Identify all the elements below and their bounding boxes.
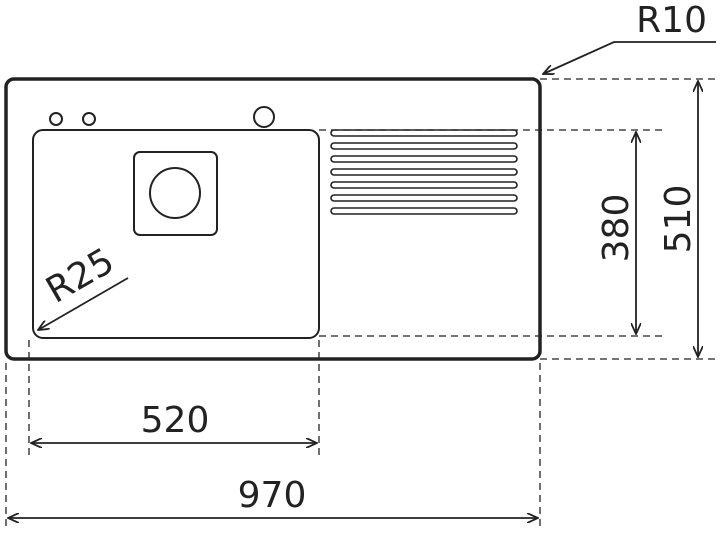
drainboard-rib <box>330 168 518 176</box>
tap-hole-middle <box>82 112 96 126</box>
drainboard-rib <box>330 129 518 137</box>
leader-r25 <box>38 277 129 330</box>
leader-r10 <box>543 41 716 74</box>
tap-hole-right <box>253 106 275 128</box>
drainboard-rib <box>330 142 518 150</box>
label-380: 380 <box>596 194 637 263</box>
drainboard-rib <box>330 181 518 189</box>
label-520: 520 <box>141 400 210 441</box>
drainboard-ribs <box>330 129 518 215</box>
sink-outline <box>4 77 542 361</box>
label-510: 510 <box>658 185 699 254</box>
label-r25: R25 <box>39 241 121 312</box>
drainboard-rib <box>330 207 518 215</box>
drainboard-rib <box>330 194 518 202</box>
label-970: 970 <box>238 475 307 516</box>
drain-square <box>133 151 218 236</box>
drain-circle <box>149 167 201 219</box>
label-r10: R10 <box>636 0 707 41</box>
dimension-lines <box>8 41 716 518</box>
extension-lines <box>5 78 716 530</box>
drainboard-rib <box>330 155 518 163</box>
tap-hole-left <box>49 112 63 126</box>
bowl-outline <box>32 129 320 339</box>
